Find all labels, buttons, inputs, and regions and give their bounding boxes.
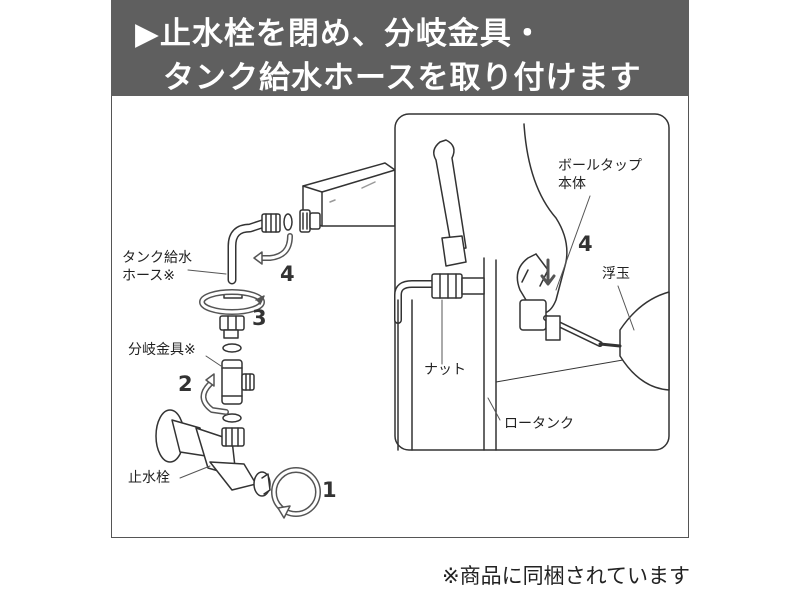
washer-lower [222, 413, 242, 423]
step-1-number: 1 [322, 478, 337, 502]
washer-upper [222, 343, 242, 353]
inset-panel [394, 113, 670, 451]
inset-float [619, 291, 670, 391]
nut-label: ナット [424, 362, 466, 378]
step-2-number: 2 [178, 372, 193, 396]
ball-tap-label-line1: ボールタップ [558, 158, 642, 174]
tank-hose-label-line1: タンク給水 [122, 250, 192, 266]
inset-step-4-number: 4 [578, 232, 593, 256]
bundled-items-note: ※商品に同梱されています [442, 564, 690, 588]
rotation-arrow-step1 [271, 467, 321, 519]
step-4-number: 4 [280, 262, 295, 286]
header-title-line2: タンク給水ホースを取り付けます [163, 60, 642, 96]
header-title-line1: ▶止水栓を閉め、分岐金具・ [135, 16, 544, 52]
ball-tap-label-line2: 本体 [558, 176, 586, 192]
rotation-arrow-step3 [199, 289, 265, 315]
low-tank-label: ロータンク [504, 416, 574, 432]
inset-ball-tap [519, 299, 547, 331]
branch-fitting-drawing [221, 359, 255, 405]
instruction-header: ▶止水栓を閉め、分岐金具・ タンク給水ホースを取り付けます [111, 0, 689, 96]
stop-valve-drawing [155, 409, 271, 497]
step-3-number: 3 [252, 306, 267, 330]
tank-supply-hose-drawing [219, 209, 321, 339]
float-ball-label: 浮玉 [602, 266, 630, 282]
tank-hose-label-line2: ホース※ [122, 268, 176, 284]
stop-valve-label: 止水栓 [128, 470, 170, 486]
branch-fitting-label: 分岐金具※ [128, 342, 196, 358]
rotation-arrow-step2 [200, 373, 229, 415]
inset-wrench [433, 139, 467, 251]
rotation-arrow-step4 [253, 233, 293, 265]
inset-nut [431, 273, 463, 299]
